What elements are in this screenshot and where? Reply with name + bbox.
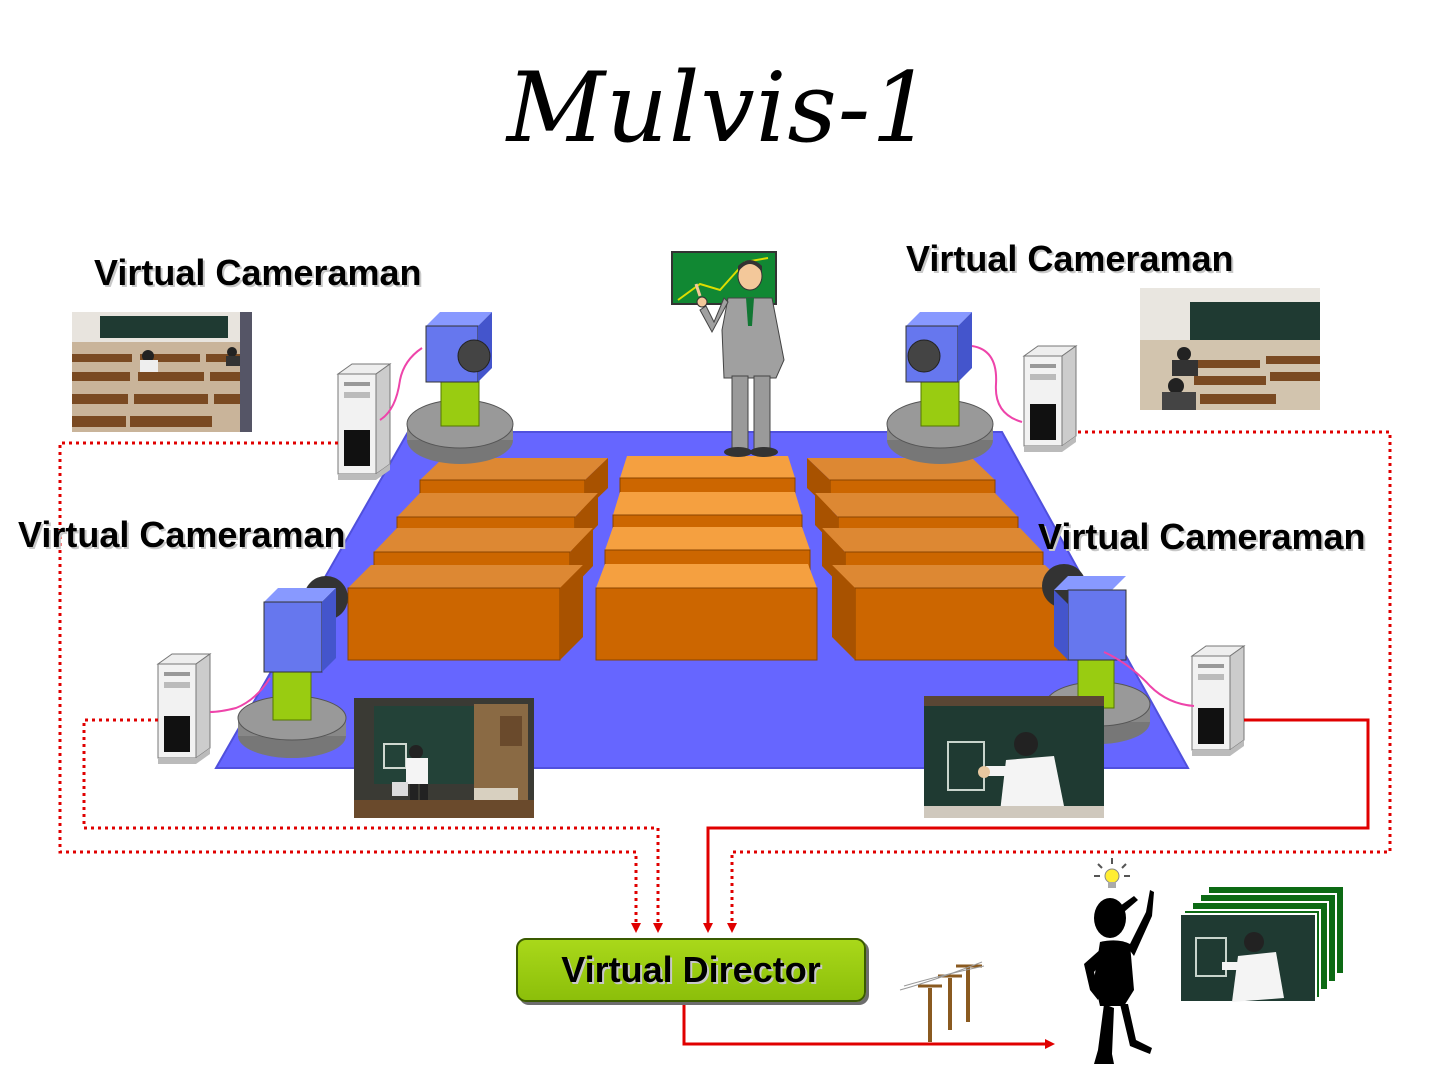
computer-tower-icon	[1190, 645, 1246, 756]
signal-line-top-left	[58, 441, 641, 933]
computer-tower-icon	[1022, 345, 1078, 452]
lecturer-icon	[671, 251, 785, 457]
cameraman-label-top-right: Virtual Cameraman	[906, 238, 1234, 279]
camera-feed-top-right	[1140, 288, 1320, 410]
cameraman-label-mid-right: Virtual Cameraman	[1038, 516, 1366, 557]
camera-cable	[1103, 651, 1195, 707]
camera-cable	[971, 345, 1023, 423]
computer-tower-icon	[336, 363, 392, 480]
viewer-icon	[1084, 890, 1154, 1064]
signal-line-top-right	[727, 430, 1392, 933]
signal-line-bottom-right-selected	[703, 718, 1370, 933]
computer-tower-icon	[156, 653, 212, 764]
video-camera-icon	[886, 312, 994, 464]
camera-feed-top-left	[72, 312, 252, 432]
camera-cable	[209, 677, 271, 713]
camera-feed-bottom-left	[354, 698, 534, 818]
signal-line-bottom-left	[82, 718, 663, 933]
cameraman-label-mid-left: Virtual Cameraman	[18, 514, 346, 555]
lightbulb-icon	[1094, 858, 1130, 888]
output-video-stack	[1179, 885, 1345, 1003]
desk-group-center	[595, 456, 818, 661]
video-camera-icon	[406, 312, 514, 464]
telephone-pole-icon	[918, 964, 982, 1042]
telephone-wires	[899, 961, 985, 991]
camera-feed-bottom-right	[924, 696, 1104, 818]
output-line	[682, 998, 1055, 1049]
video-camera-icon	[237, 576, 348, 758]
camera-cable	[379, 347, 423, 421]
virtual-director-box: Virtual Director	[516, 938, 866, 1002]
page-title: Mulvis-1	[506, 52, 934, 164]
desk-group-left	[347, 458, 608, 661]
cameraman-label-top-left: Virtual Cameraman	[94, 252, 422, 293]
